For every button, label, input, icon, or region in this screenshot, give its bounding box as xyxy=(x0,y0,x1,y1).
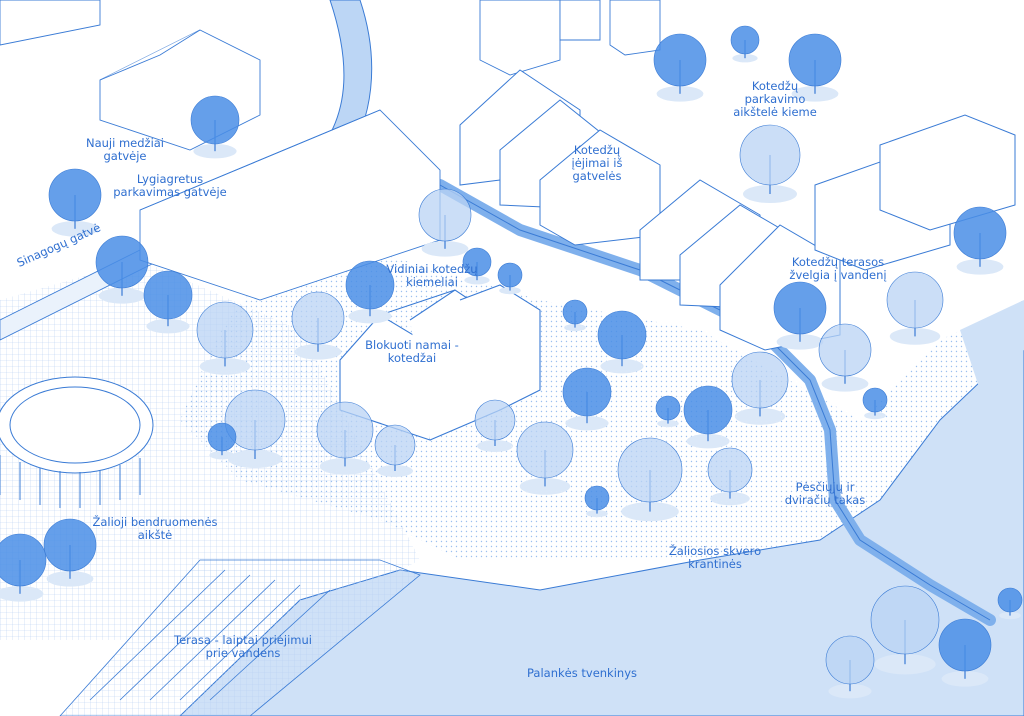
circular-pavilion xyxy=(0,376,154,508)
tree xyxy=(818,323,872,392)
label-walk-bike-path: Pėsčiųjų ir dviračių takas xyxy=(784,480,866,507)
cottage-row-north xyxy=(459,69,661,246)
tree xyxy=(43,518,97,587)
tree xyxy=(345,260,395,324)
label-block-houses: Blokuoti namai - kotedžai xyxy=(365,338,459,365)
tree xyxy=(474,399,516,452)
tree xyxy=(48,168,102,237)
tree xyxy=(224,389,286,468)
tree xyxy=(207,422,237,460)
tree xyxy=(953,206,1007,275)
tree xyxy=(190,95,240,159)
tree xyxy=(862,387,888,420)
tree xyxy=(739,124,801,203)
tree xyxy=(731,351,789,425)
tree xyxy=(291,291,345,360)
tree xyxy=(462,247,492,285)
pond-water-top xyxy=(960,300,1024,390)
tree xyxy=(653,33,707,102)
tree xyxy=(562,367,612,431)
tree xyxy=(730,25,760,63)
tree xyxy=(418,188,472,257)
label-green-square: Žalioji bendruomenės aikštė xyxy=(92,515,218,542)
label-new-trees: Nauji medžiai gatvėje xyxy=(85,136,165,163)
tree xyxy=(374,424,416,477)
tree xyxy=(143,270,193,334)
tree xyxy=(997,587,1023,620)
tree xyxy=(584,485,610,518)
tree xyxy=(655,395,681,428)
label-inner-courtyards: Vidiniai kotedžų kiemeliai xyxy=(386,262,478,289)
tree-layer xyxy=(0,25,1023,699)
tree xyxy=(788,33,842,102)
tree xyxy=(95,235,149,304)
label-cottage-terraces: Kotedžų terasos žvelgia į vandenį xyxy=(789,255,887,282)
tree xyxy=(196,301,254,375)
tree xyxy=(316,401,374,475)
tree xyxy=(773,281,827,350)
tree xyxy=(617,437,683,522)
tree xyxy=(825,635,875,699)
label-cottage-parking: Kotedžų parkavimo aikštelė kieme xyxy=(733,79,817,119)
tree xyxy=(886,271,944,345)
tree xyxy=(516,421,574,495)
tree xyxy=(870,585,940,675)
tree xyxy=(938,618,992,687)
label-cottage-entrances: Kotedžų įėjimai iš gatvelės xyxy=(571,143,623,183)
tree xyxy=(562,299,588,332)
label-pond: Palankės tvenkinys xyxy=(527,666,637,680)
terrace-steps xyxy=(59,559,421,716)
label-green-embankment: Žaliosios skvero krantinės xyxy=(668,544,762,571)
tree xyxy=(0,533,47,602)
tree xyxy=(683,385,733,449)
label-terrace-steps: Terasa - laiptai priėjimui prie vandens xyxy=(174,633,312,660)
flat-roof-houses xyxy=(814,114,1016,271)
tree xyxy=(597,310,647,374)
tree xyxy=(707,447,753,506)
tree xyxy=(497,262,523,295)
old-buildings xyxy=(0,0,661,301)
label-parallel-parking: Lygiagretus parkavimas gatvėje xyxy=(113,172,227,199)
